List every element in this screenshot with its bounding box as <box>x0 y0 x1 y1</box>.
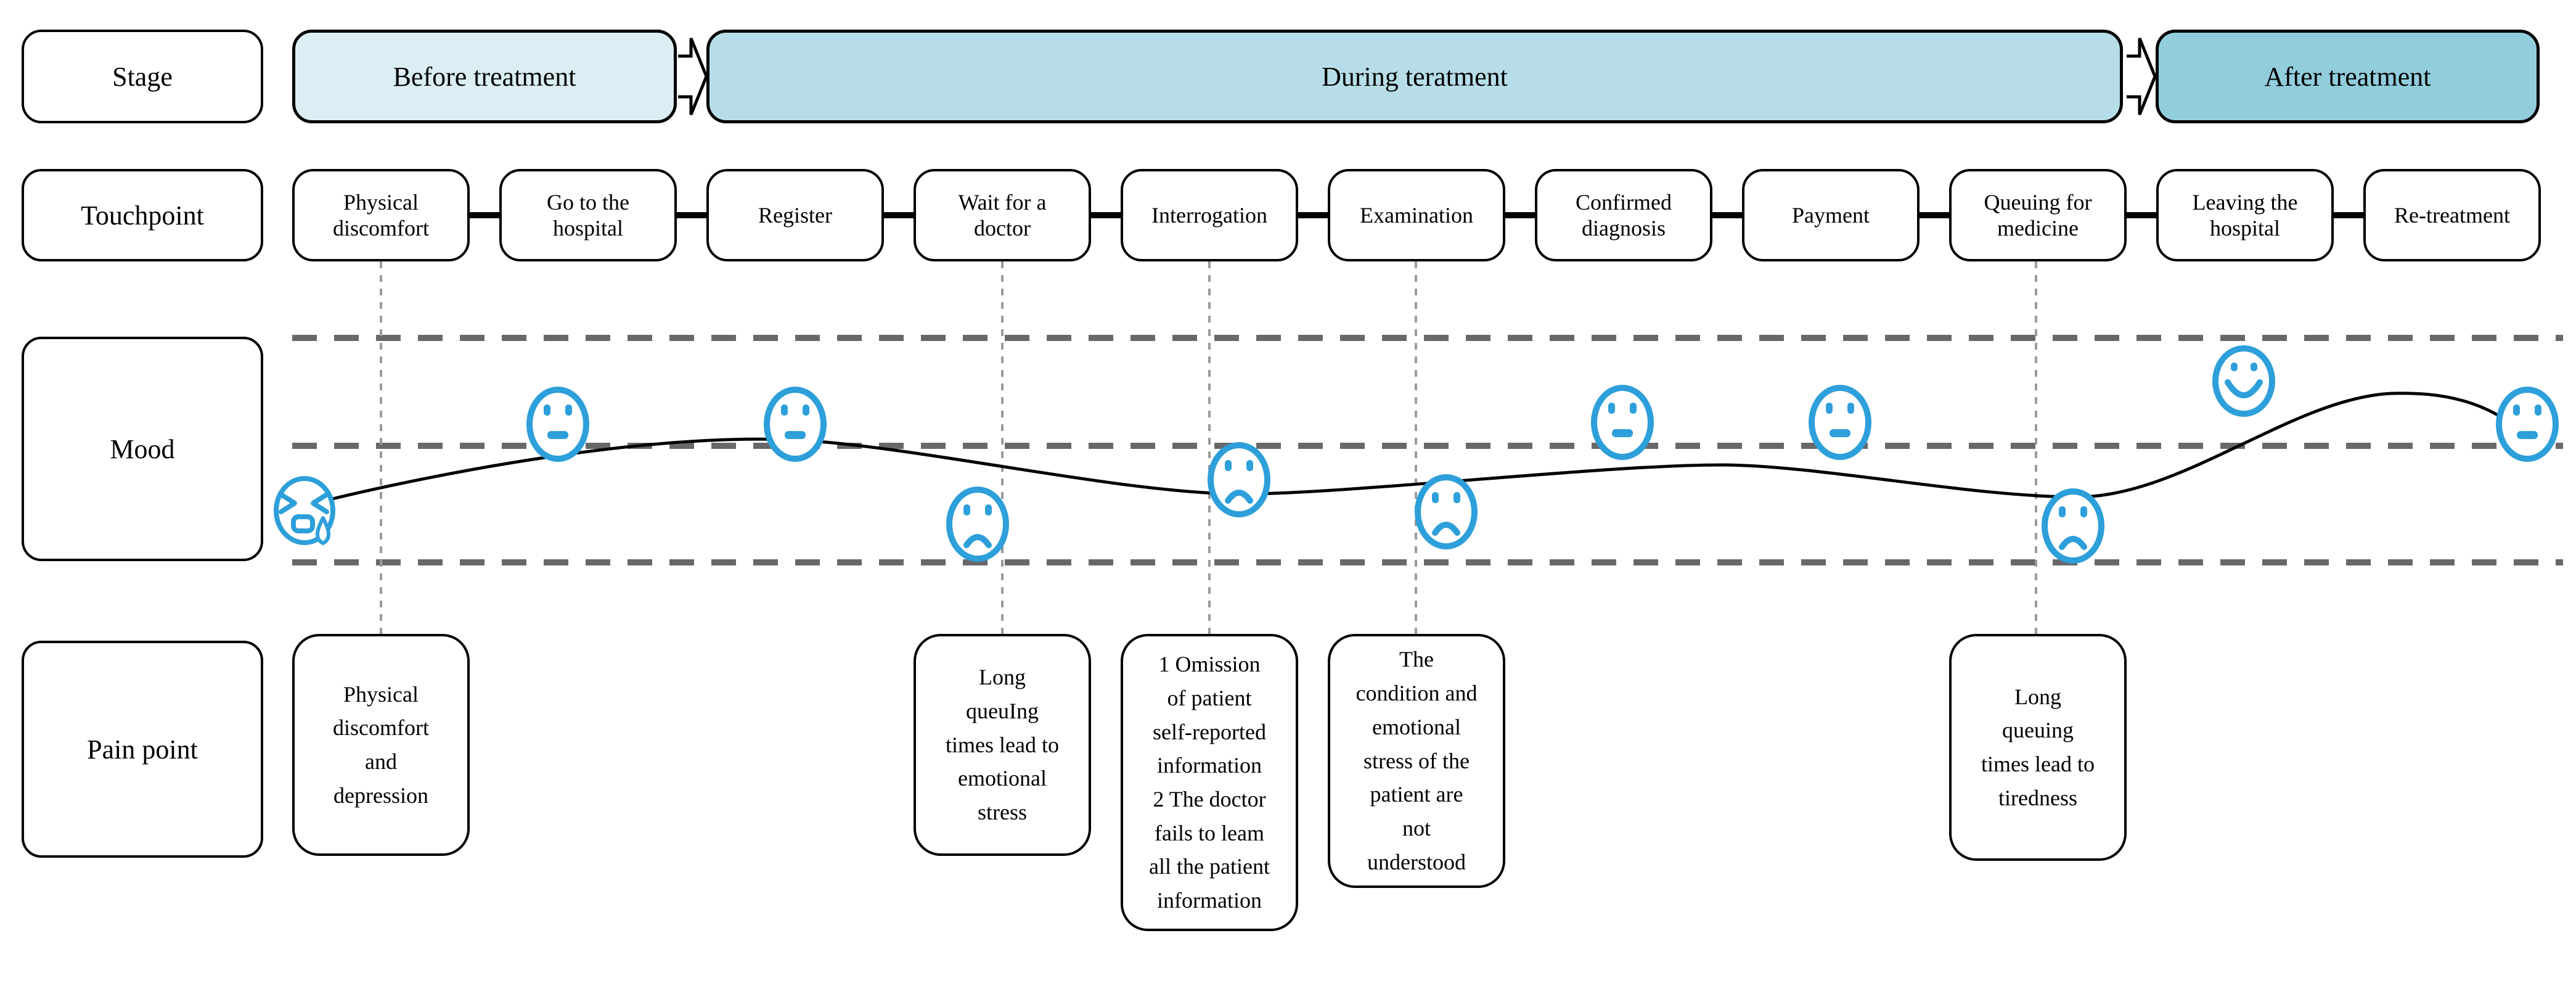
touchpoint-row-label: Touchpoint <box>22 169 263 261</box>
pain-point-interrogation: 1 Omission of patient self-reported info… <box>1121 634 1298 931</box>
stage-arrow-during-to-after <box>2127 38 2157 115</box>
touchpoint-payment: Payment <box>1742 169 1920 261</box>
touchpoint-register: Register <box>706 169 884 261</box>
stage-after-treatment-text: After treatment <box>2264 61 2431 92</box>
sad-face-icon-wait-for-a-doctor <box>949 490 1006 559</box>
touchpoint-re-treatment: Re-treatment <box>2363 169 2541 261</box>
sad-face-icon-queuing-for-medicine <box>2045 491 2101 561</box>
stage-before-treatment: Before treatment <box>292 30 677 123</box>
stage-after-treatment: After treatment <box>2156 30 2540 123</box>
pain-point-text: Long queuIng times lead to emotional str… <box>946 665 1059 825</box>
touchpoint-row-label-text: Touchpoint <box>81 200 204 231</box>
neutral-face-icon-confirmed-diagnosis <box>1594 388 1651 457</box>
touchpoint-label: Physical discomfort <box>333 189 429 240</box>
touchpoint-label: Wait for a doctor <box>958 189 1047 240</box>
pain-point-wait-for-a-doctor: Long queuIng times lead to emotional str… <box>914 634 1091 856</box>
touchpoint-queuing-for-medicine: Queuing for medicine <box>1949 169 2127 261</box>
neutral-face-icon-payment <box>1812 388 1868 457</box>
stage-arrow-before-to-during <box>678 38 708 115</box>
stage-row-label: Stage <box>22 30 263 123</box>
touchpoint-label: Go to the hospital <box>547 189 629 240</box>
touchpoint-label: Register <box>758 202 832 228</box>
smiling-face-icon-leaving-the-hospital <box>2215 348 2272 414</box>
touchpoint-label: Payment <box>1792 202 1870 228</box>
touchpoint-label: Re-treatment <box>2394 202 2510 228</box>
pain-point-text: Physical discomfort and depression <box>333 681 429 808</box>
touchpoint-label: Examination <box>1360 202 1473 228</box>
touchpoint-wait-for-a-doctor: Wait for a doctor <box>914 169 1091 261</box>
sad-face-icon-interrogation <box>1211 445 1267 514</box>
touchpoint-label: Queuing for medicine <box>1984 189 2092 240</box>
neutral-face-icon-go-to-the-hospital <box>530 390 586 459</box>
pain-point-physical-discomfort: Physical discomfort and depression <box>292 634 470 856</box>
stage-row-label-text: Stage <box>112 61 173 92</box>
touchpoint-interrogation: Interrogation <box>1121 169 1298 261</box>
touchpoint-leaving-the-hospital: Leaving the hospital <box>2156 169 2334 261</box>
pain-point-text: 1 Omission of patient self-reported info… <box>1149 652 1270 913</box>
mood-row-label-text: Mood <box>110 433 175 464</box>
pain-point-row-label-text: Pain point <box>87 734 198 765</box>
stage-before-treatment-text: Before treatment <box>393 61 576 92</box>
neutral-face-icon-re-treatment <box>2499 390 2556 459</box>
neutral-face-icon-register <box>767 390 824 459</box>
touchpoint-label: Confirmed diagnosis <box>1576 189 1672 240</box>
pain-point-text: The condition and emotional stress of th… <box>1355 647 1478 874</box>
touchpoint-label: Interrogation <box>1151 202 1267 228</box>
mood-row-label: Mood <box>22 337 263 561</box>
touchpoint-confirmed-diagnosis: Confirmed diagnosis <box>1535 169 1712 261</box>
mood-curve <box>329 392 2513 501</box>
touchpoint-go-to-the-hospital: Go to the hospital <box>499 169 677 261</box>
touchpoint-examination: Examination <box>1328 169 1505 261</box>
pain-point-queuing-for-medicine: Long queuing times lead to tiredness <box>1949 634 2127 861</box>
stage-during-treatment-text: During teratment <box>1322 61 1508 92</box>
touchpoint-physical-discomfort: Physical discomfort <box>292 169 470 261</box>
pain-point-examination: The condition and emotional stress of th… <box>1328 634 1505 888</box>
pain-point-row-label: Pain point <box>22 641 263 858</box>
touchpoint-label: Leaving the hospital <box>2192 189 2298 240</box>
crying-face-icon-physical-discomfort <box>276 479 333 543</box>
stage-during-treatment: During teratment <box>706 30 2123 123</box>
pain-point-text: Long queuing times lead to tiredness <box>1981 684 2095 810</box>
sad-face-icon-examination <box>1418 477 1474 546</box>
